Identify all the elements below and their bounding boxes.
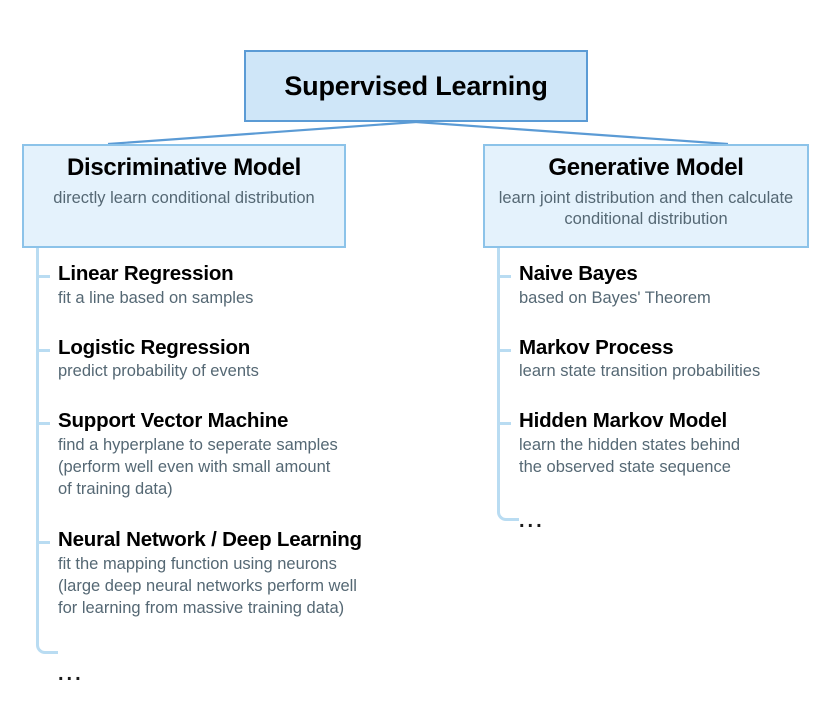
leaf-item-name: Linear Regression	[58, 262, 234, 285]
branch-subtitle-generative: learn joint distribution and then calcul…	[498, 188, 794, 228]
leaf-item-description: learn the hidden states behind the obser…	[519, 435, 741, 476]
leaf-item-name: Logistic Regression	[58, 335, 251, 359]
leaf-item-name: Neural Network / Deep Learning	[58, 528, 362, 552]
leaf-item-description: learn state transition probabilities	[519, 362, 761, 381]
leaf-item-more-label: ...	[58, 662, 84, 685]
leaf-item[interactable]: Naive Bayes based on Bayes' Theorem	[497, 262, 827, 310]
leaf-item[interactable]: Linear Regression fit a line based on sam…	[36, 262, 456, 310]
leaf-item-description: find a hyperplane to seperate samples (p…	[58, 435, 338, 498]
leaf-item-description: predict probability of events	[58, 362, 259, 381]
branch-subtitle-discriminative: directly learn conditional distribution	[53, 188, 315, 207]
spine-discriminative	[36, 248, 58, 654]
connector-root-to-discriminative	[107, 120, 417, 146]
leaf-item-more[interactable]: ...	[36, 662, 456, 686]
leaf-item-description: fit a line based on samples	[58, 288, 254, 307]
branch-title-generative: Generative Model	[548, 154, 744, 181]
branch-box-generative[interactable]: Generative Model learn joint distributio…	[483, 144, 809, 248]
connector-root-to-generative	[415, 120, 729, 146]
root-title: Supervised Learning	[284, 70, 548, 101]
leaf-item[interactable]: Logistic Regression predict probability o…	[36, 336, 456, 384]
leaf-item-description: fit the mapping function using neurons (…	[58, 555, 357, 617]
leaf-item[interactable]: Neural Network / Deep Learning fit the ma…	[36, 528, 456, 619]
leaf-item-name: Markov Process	[519, 335, 674, 359]
leaf-item-name: Naive Bayes	[519, 262, 638, 285]
leaf-list-discriminative: Linear Regression fit a line based on sam…	[36, 262, 456, 686]
branch-box-discriminative[interactable]: Discriminative Model directly learn cond…	[22, 144, 346, 248]
leaf-item-more[interactable]: ...	[497, 509, 827, 533]
leaf-item-name: Support Vector Machine	[58, 409, 289, 433]
spine-generative	[497, 248, 519, 521]
branch-title-discriminative: Discriminative Model	[66, 154, 302, 181]
root-node[interactable]: Supervised Learning	[244, 50, 588, 122]
leaf-item-description: based on Bayes' Theorem	[519, 288, 711, 307]
leaf-item[interactable]: Markov Process learn state transition pro…	[497, 336, 827, 384]
leaf-item-more-label: ...	[519, 509, 545, 532]
leaf-item-name: Hidden Markov Model	[519, 409, 728, 433]
